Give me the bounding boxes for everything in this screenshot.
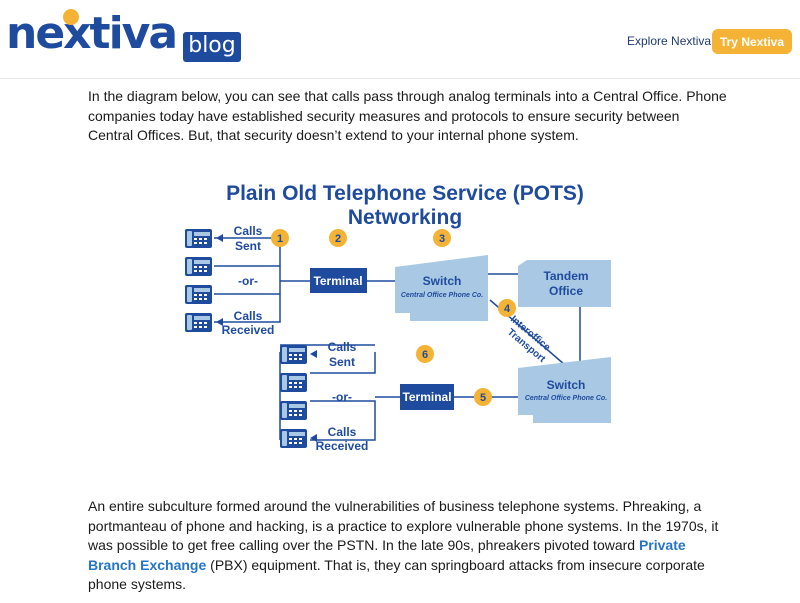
switch-sub-label: Central Office Phone Co. [401,292,483,299]
switch-shape [395,255,488,321]
phone-icon [280,401,307,420]
phone-icon [185,313,212,332]
step-number: 3 [439,233,445,245]
diagram-title: Plain Old Telephone Service (POTS) Netwo… [226,182,584,229]
step-number: 2 [335,233,341,245]
switch-shape-2 [518,357,611,423]
terminal-box [310,268,367,293]
diagram-canvas: Calls Sent -or- Calls Received Terminal … [185,224,611,453]
step-badge-6: 6 [416,345,434,363]
switch-sub-label-2: Central Office Phone Co. [525,395,607,402]
logo-dot-icon [63,9,79,25]
calls-received-label-2-bottom: Received [316,439,369,453]
step-badge-4: 4 [498,299,516,317]
phone-icon [280,345,307,364]
step-badge-2: 2 [329,229,347,247]
terminal-box-2 [400,384,454,410]
pots-diagram: Plain Old Telephone Service (POTS) Netwo… [170,170,640,475]
phone-icon [280,429,307,448]
or-label: -or- [238,274,258,288]
step-badge-5: 5 [474,388,492,406]
site-header: nextiva blog Explore Nextiva Try Nextiva [0,0,800,79]
or-label-2: -or- [332,390,352,404]
explore-nextiva-link[interactable]: Explore Nextiva [627,34,712,48]
pbx-link[interactable]: Private Branch Exchange [88,537,686,573]
calls-received-label-bottom: Received [222,323,275,337]
phone-icon [185,285,212,304]
step-badge-3: 3 [433,229,451,247]
phone-icon [185,229,212,248]
logo-wordmark: nextiva [6,8,178,59]
article-paragraph-1: In the diagram below, you can see that c… [88,88,727,143]
switch-label-2: Switch [547,378,586,392]
article-paragraph-2: An entire subculture formed around the v… [88,497,728,595]
step-number: 1 [277,233,283,245]
phone-icon [185,257,212,276]
switch-label: Switch [423,274,462,288]
calls-sent-label-2-bottom: Sent [329,355,355,369]
tandem-label-2: Office [549,284,583,298]
logo-blog-badge: blog [183,32,241,62]
try-nextiva-button[interactable]: Try Nextiva [712,29,792,54]
paragraph-2-text: An entire subculture formed around the v… [88,498,719,553]
step-badge-1: 1 [271,229,289,247]
calls-sent-label-top: Calls [234,224,263,238]
tandem-office-shape [518,260,611,307]
step-number: 4 [504,303,511,315]
calls-received-label-2-top: Calls [328,425,357,439]
step-number: 6 [422,349,428,361]
phone-icon [280,373,307,392]
calls-sent-label-2-top: Calls [328,340,357,354]
tandem-label: Tandem [543,269,588,283]
calls-received-label-top: Calls [234,309,263,323]
terminal-label: Terminal [313,274,362,288]
nextiva-blog-logo[interactable]: nextiva blog [6,8,241,62]
calls-sent-label-bottom: Sent [235,239,261,253]
paragraph-2-text-end: (PBX) equipment. That is, they can sprin… [88,556,705,593]
terminal-label-2: Terminal [402,390,451,404]
step-number: 5 [480,392,486,404]
